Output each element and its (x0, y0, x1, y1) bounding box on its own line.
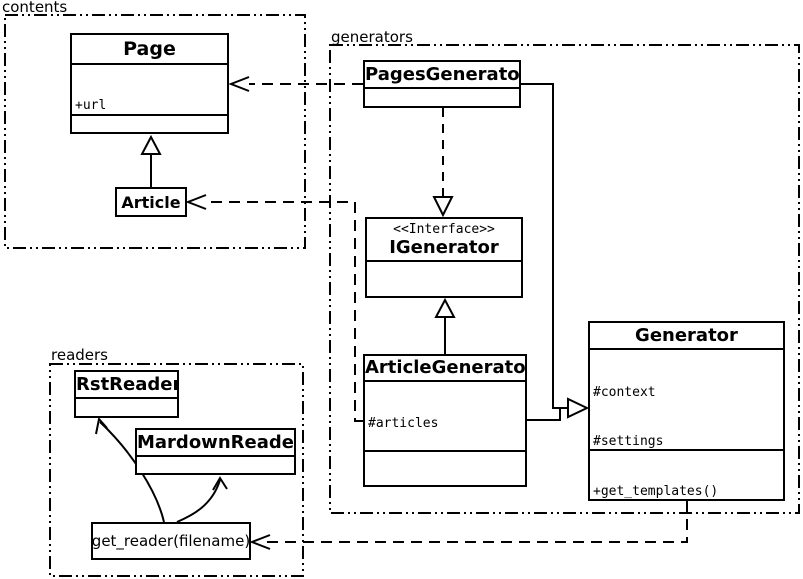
class-mardownreader: MardownReader +read() (135, 428, 296, 475)
generalization-article-page (140, 134, 162, 187)
class-generator-name: Generator (635, 325, 738, 346)
realization-pagesgenerator-igenerator (432, 108, 454, 218)
attribute: +url (75, 98, 107, 113)
function-get-reader-label: get_reader(filename) (91, 532, 251, 550)
generalization-to-generator (521, 83, 590, 421)
method: +generate_context() (370, 295, 519, 296)
class-pagesgenerator: PagesGenerator #pages (363, 60, 521, 108)
class-rstreader: RstReader +read() (74, 370, 179, 418)
attribute: #context (593, 384, 656, 400)
generalization-articlegenerator-igenerator (434, 297, 456, 354)
package-label-generators: generators (331, 28, 413, 46)
class-rstreader-name: RstReader (76, 374, 177, 395)
class-pagesgenerator-name: PagesGenerator (365, 64, 519, 85)
package-border-generators (329, 44, 800, 514)
class-article-name: Article (121, 192, 181, 212)
class-generator: Generator #context #settings #path #them… (588, 321, 785, 501)
package-border-contents (4, 14, 306, 249)
package-border-readers (49, 363, 304, 577)
class-page-name: Page (123, 38, 176, 60)
class-articlegenerator-name: ArticleGenerator (365, 357, 525, 378)
class-igenerator: <<Interface>> IGenerator +generate_conte… (365, 217, 523, 298)
dependency-generator-getreader (249, 501, 688, 550)
class-article: Article (115, 187, 187, 217)
class-igenerator-name: IGenerator (389, 237, 499, 258)
package-label-contents: contents (2, 0, 68, 16)
dependency-articlegenerator-article (185, 194, 363, 422)
method: +get_templates() (593, 484, 719, 499)
attribute: #articles (368, 416, 439, 431)
class-igenerator-stereotype: <<Interface>> (393, 222, 495, 237)
class-mardownreader-name: MardownReader (137, 432, 294, 453)
class-articlegenerator: ArticleGenerator #articles #dates #tags … (363, 354, 527, 487)
package-label-readers: readers (51, 346, 108, 364)
arrow-getreader-mardownreader (176, 476, 228, 523)
attribute: #settings (593, 434, 664, 449)
dependency-pagesgenerator-page (228, 76, 363, 92)
class-page: Page +url +slug +summary +check_properti… (70, 33, 229, 134)
function-get-reader: get_reader(filename) (91, 522, 251, 560)
